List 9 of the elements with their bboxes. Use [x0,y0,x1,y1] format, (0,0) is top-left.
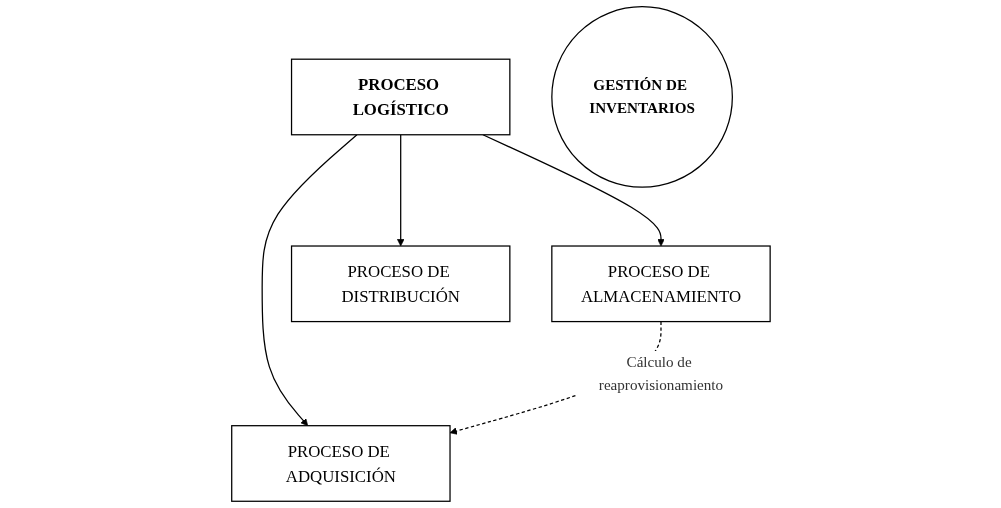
node-circle: GESTIÓN DE INVENTARIOS [550,6,733,188]
arrow [481,134,665,247]
node-box: PROCESO DE ADQUISICIÓN [230,425,451,502]
node-box: PROCESO LOGÍSTICO [290,58,511,136]
arrow [396,134,404,247]
arrow [261,134,358,427]
node-box: PROCESO DE ALMACENAMIENTO [550,245,771,323]
edge-label: Cálculo de reaprovisionamiento [598,353,723,393]
node-box: PROCESO DE DISTRIBUCIÓN [290,245,511,323]
